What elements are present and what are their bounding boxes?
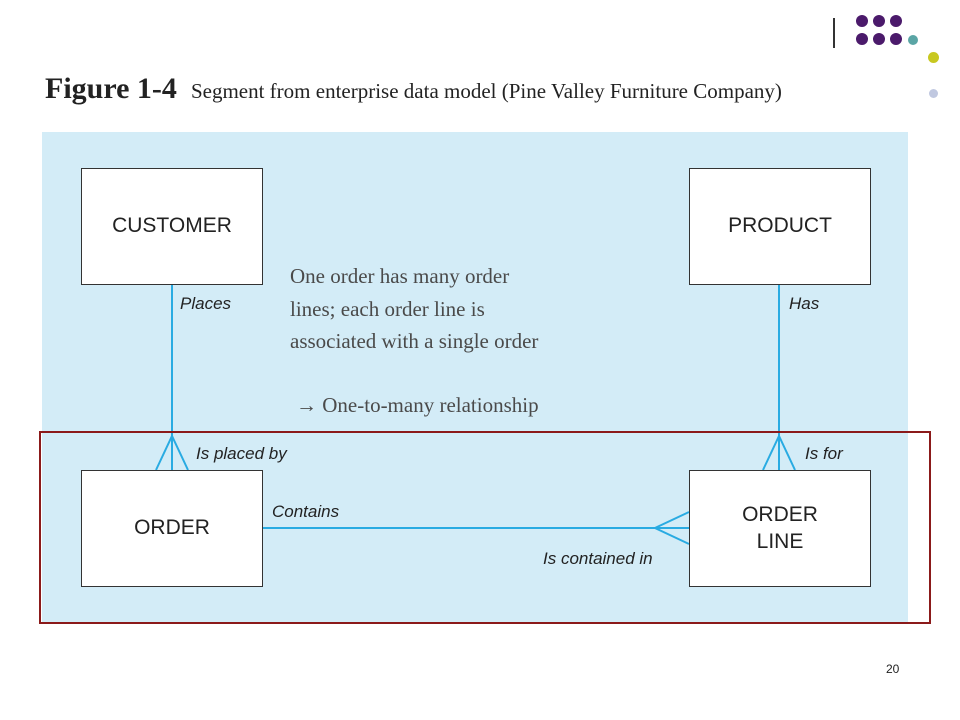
entity-order-line: ORDER LINE — [689, 470, 871, 587]
decorative-dot — [890, 15, 902, 27]
highlight-box — [39, 431, 931, 624]
note-line: One order has many order — [290, 264, 510, 288]
figure-number: Figure 1-4 — [45, 72, 177, 105]
decorative-dot — [856, 33, 868, 45]
orderline-crows-foot-order — [652, 511, 690, 545]
figure-caption: Segment from enterprise data model (Pine… — [190, 79, 782, 103]
label-is-for: Is for — [805, 444, 843, 463]
decorative-dot — [928, 52, 939, 63]
label-is-contained-in: Is contained in — [543, 549, 653, 568]
label-contains: Contains — [272, 502, 340, 521]
decorative-dot — [908, 35, 918, 45]
entity-product: PRODUCT — [689, 168, 871, 285]
label-has: Has — [789, 294, 820, 313]
entity-order-line-label: ORDER LINE — [742, 503, 818, 553]
order-crows-foot — [155, 433, 189, 471]
annotation-note: One order has many order lines; each ord… — [290, 260, 690, 358]
decorative-dot — [929, 89, 938, 98]
decorative-divider — [833, 18, 835, 48]
orderline-crows-foot-product — [762, 433, 796, 471]
label-places: Places — [180, 294, 232, 313]
decorative-dot — [890, 33, 902, 45]
note-line: associated with a single order — [290, 329, 539, 354]
decorative-dot — [873, 15, 885, 27]
note-line: lines; each order line is — [290, 296, 485, 321]
note-conclusion: → One-to-many relationship — [296, 393, 539, 417]
entity-customer: CUSTOMER — [81, 168, 263, 285]
label-is-placed-by: Is placed by — [196, 444, 287, 463]
decorative-dot — [856, 15, 868, 27]
entity-order: ORDER — [81, 470, 263, 587]
page-number: 20 — [886, 662, 900, 676]
figure-title: Figure 1-4 Segment from enterprise data m… — [45, 72, 782, 106]
decorative-dot — [873, 33, 885, 45]
